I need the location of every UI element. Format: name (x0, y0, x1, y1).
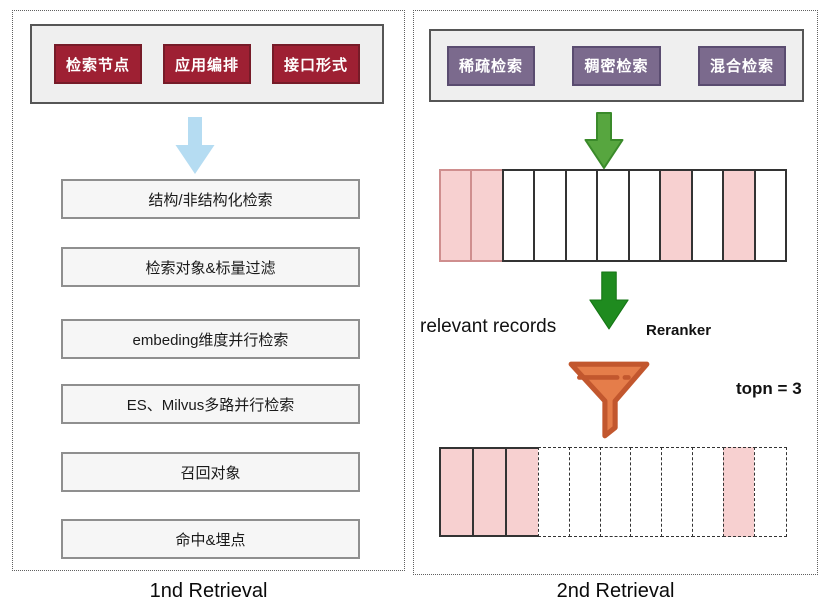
retrieved-records-row (439, 169, 787, 262)
record-cell (501, 169, 536, 262)
step-es-milvus-parallel: ES、Milvus多路并行检索 (61, 384, 360, 424)
record-cell (568, 447, 602, 537)
record-cell (692, 447, 726, 537)
second-retrieval-panel: 稀疏检索 稠密检索 混合检索 relevant records Reranker… (413, 10, 818, 575)
first-retrieval-panel: 检索节点 应用编排 接口形式 结构/非结构化检索 检索对象&标量过滤 embed… (12, 10, 405, 571)
relevant-records-label: relevant records (420, 316, 557, 337)
record-cell (470, 169, 504, 262)
tag-dense-retrieval: 稠密检索 (572, 45, 661, 86)
step-recall-object: 召回对象 (61, 452, 360, 492)
record-cell (439, 447, 474, 537)
record-cell (533, 169, 567, 262)
reranked-records-row (439, 447, 787, 537)
step-object-scalar-filter: 检索对象&标量过滤 (61, 247, 360, 287)
record-cell (599, 447, 633, 537)
retrieval-mode-box: 稀疏检索 稠密检索 混合检索 (429, 29, 804, 102)
record-cell (537, 447, 571, 537)
record-cell (661, 447, 695, 537)
record-cell (722, 169, 756, 262)
tag-hybrid-retrieval: 混合检索 (697, 45, 786, 86)
funnel-icon (564, 358, 654, 449)
record-cell (471, 447, 507, 537)
green-down-arrow-icon (584, 112, 624, 175)
record-cell (754, 447, 787, 537)
second-retrieval-title: 2nd Retrieval (556, 580, 675, 602)
dark-green-down-arrow-icon (586, 271, 632, 336)
record-cell (690, 169, 725, 262)
step-structured-retrieval: 结构/非结构化检索 (61, 179, 360, 219)
record-cell (627, 169, 662, 262)
tag-interface-form: 接口形式 (271, 44, 360, 84)
reranker-label: Reranker (646, 322, 712, 339)
step-hit-tracking: 命中&埋点 (61, 519, 360, 559)
record-cell (630, 447, 664, 537)
record-cell (564, 169, 599, 262)
record-cell (753, 169, 787, 262)
tag-sparse-retrieval: 稀疏检索 (447, 45, 536, 86)
record-cell (659, 169, 693, 262)
blue-down-arrow-icon (174, 117, 216, 180)
record-cell (439, 169, 473, 262)
record-cell (596, 169, 630, 262)
record-cell (504, 447, 540, 537)
record-cell (723, 447, 757, 537)
first-retrieval-title: 1nd Retrieval (149, 580, 268, 602)
tag-app-orchestration: 应用编排 (162, 44, 251, 84)
retrieval-config-box: 检索节点 应用编排 接口形式 (30, 24, 384, 104)
step-embedding-parallel: embeding维度并行检索 (61, 319, 360, 359)
tag-retrieval-node: 检索节点 (54, 44, 143, 84)
topn-label: topn = 3 (736, 379, 802, 398)
